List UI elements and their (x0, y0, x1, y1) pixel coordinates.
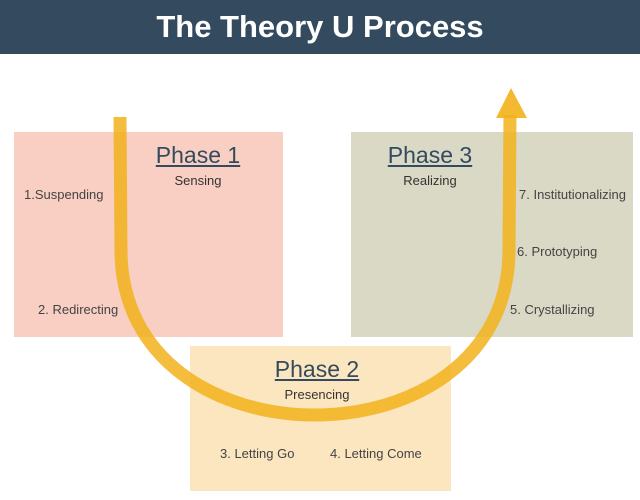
phase-2-title: Phase 2 (274, 356, 360, 382)
phase-3-box (351, 132, 633, 337)
step-institutionalizing: 7. Institutionalizing (519, 187, 626, 202)
step-redirecting: 2. Redirecting (38, 302, 119, 317)
phase-1-subtitle: Sensing (174, 173, 222, 188)
step-prototyping: 6. Prototyping (517, 244, 598, 259)
step-suspending: 1.Suspending (24, 187, 104, 202)
step-crystallizing: 5. Crystallizing (510, 302, 595, 317)
step-letting-come: 4. Letting Come (330, 446, 422, 461)
arrow-head-icon (496, 88, 527, 118)
phase-1-title: Phase 1 (155, 142, 241, 168)
page-title: The Theory U Process (156, 9, 484, 44)
phase-2-subtitle: Presencing (284, 387, 350, 402)
phase-3-title: Phase 3 (387, 142, 473, 168)
phase-1-box (14, 132, 283, 337)
title-bar: The Theory U Process (0, 0, 640, 54)
u-curve (113, 114, 517, 422)
phase-3-subtitle: Realizing (403, 173, 457, 188)
step-letting-go: 3. Letting Go (220, 446, 295, 461)
